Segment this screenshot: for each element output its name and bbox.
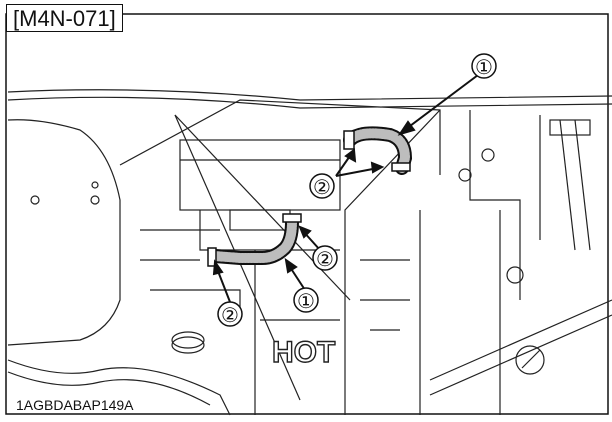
callout-2-top: ② (313, 177, 331, 199)
hot-emboss: HOT (271, 335, 336, 369)
hose-clamp-mid-top (282, 213, 302, 223)
leader-lines (212, 74, 479, 303)
figure-code: 1AGBDABAP149A (14, 397, 136, 413)
hose-mid (207, 213, 302, 267)
engine-linework (7, 89, 612, 416)
callout-1-top: ① (475, 57, 493, 79)
hose-clamp-mid-left (207, 247, 217, 267)
callout-2-left: ② (221, 305, 239, 327)
callout-labels: ① ② ② ① ② (217, 53, 497, 327)
section-tag: [M4N-071] (6, 4, 123, 32)
callout-2-mid: ② (316, 249, 334, 271)
hose-top (343, 126, 413, 175)
leader-1-top (401, 74, 479, 133)
figure-border (5, 13, 609, 415)
leader-2-top-b (335, 167, 379, 177)
callout-1-mid: ① (297, 291, 315, 313)
hose-clamp-top-right (391, 162, 411, 172)
hose-clamp-top-left (343, 130, 355, 150)
hot-label: HOT (272, 336, 335, 369)
